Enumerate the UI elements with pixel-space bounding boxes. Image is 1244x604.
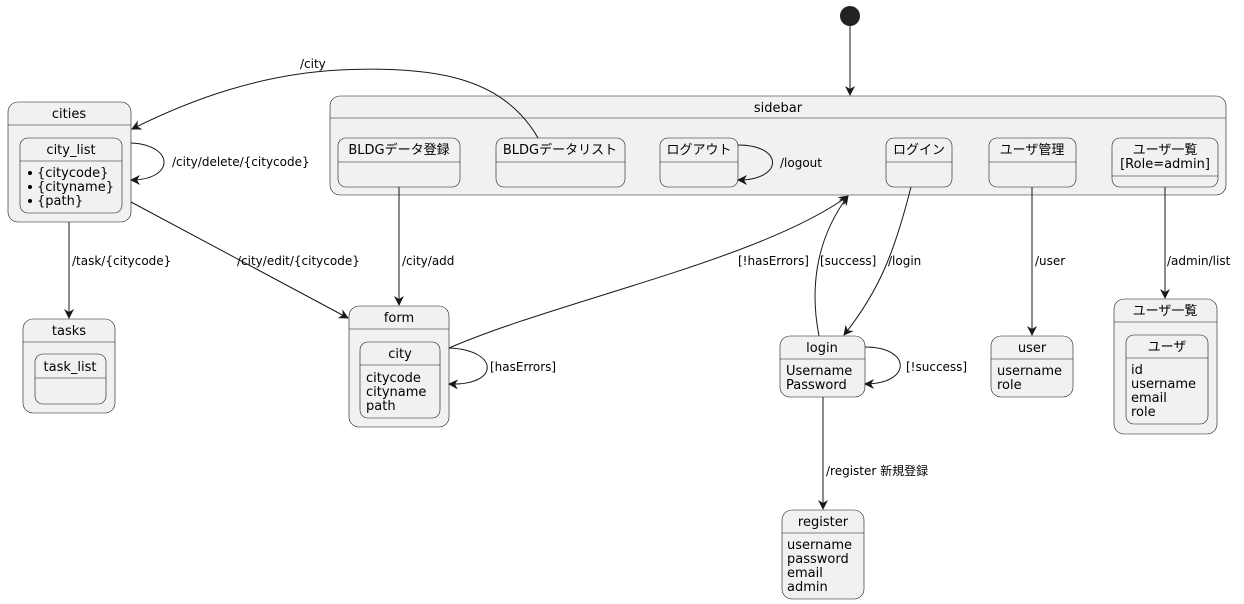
- svg-text:user: user: [1018, 341, 1047, 356]
- edge-not-has-errors: [448, 195, 849, 349]
- state-user-list: ユーザ一覧 ユーザ id username email role: [1113, 298, 1218, 435]
- svg-text:task_list: task_list: [44, 360, 97, 375]
- svg-text:login: login: [806, 341, 838, 356]
- state-user-list-admin: ユーザ一覧 [Role=admin]: [1111, 137, 1219, 188]
- edge-success: [814, 195, 849, 337]
- svg-text:email: email: [1131, 391, 1167, 406]
- svg-text:role: role: [997, 378, 1022, 393]
- state-bldg-register: BLDGデータ登録: [337, 137, 461, 188]
- state-sidebar: sidebar BLDGデータ登録 BLDGデータリスト ログアウト ログイン …: [329, 95, 1227, 196]
- state-logout: ログアウト: [659, 137, 739, 188]
- svg-text:{cityname}: {cityname}: [37, 180, 114, 195]
- svg-text:ユーザ管理: ユーザ管理: [1000, 143, 1065, 158]
- svg-text:username: username: [1131, 377, 1196, 392]
- svg-text:ユーザ: ユーザ: [1148, 340, 1187, 355]
- initial-state: [840, 6, 860, 26]
- svg-text:form: form: [384, 311, 414, 326]
- edge-login: [843, 186, 912, 336]
- svg-text:/task/{citycode}: /task/{citycode}: [72, 254, 171, 268]
- svg-text:username: username: [997, 364, 1062, 379]
- svg-text:[hasErrors]: [hasErrors]: [490, 360, 556, 374]
- svg-text:id: id: [1131, 363, 1143, 378]
- svg-text:email: email: [787, 566, 823, 581]
- edge-city-delete: [130, 142, 165, 185]
- state-tasks: tasks task_list: [22, 318, 116, 414]
- svg-text:[!hasErrors]: [!hasErrors]: [738, 254, 809, 268]
- svg-text:ユーザ一覧: ユーザ一覧: [1133, 303, 1198, 319]
- svg-text:[success]: [success]: [820, 254, 876, 268]
- svg-text:cityname: cityname: [366, 385, 426, 400]
- svg-text:/admin/list: /admin/list: [1167, 254, 1231, 268]
- state-bldg-list: BLDGデータリスト: [495, 137, 626, 188]
- svg-text:BLDGデータリスト: BLDGデータリスト: [503, 142, 617, 158]
- svg-text:tasks: tasks: [52, 324, 86, 339]
- svg-text:Username: Username: [786, 364, 852, 379]
- svg-text:role: role: [1131, 405, 1156, 420]
- state-login: login Username Password: [779, 335, 866, 398]
- edge-city: [131, 68, 539, 139]
- svg-text:{path}: {path}: [37, 194, 83, 209]
- state-login-child: ログイン: [885, 137, 953, 188]
- svg-text:/city/add: /city/add: [402, 254, 454, 268]
- svg-text:[!success]: [!success]: [906, 360, 967, 374]
- state-cities: cities city_list {citycode} {cityname} {…: [7, 101, 132, 223]
- svg-text:city_list: city_list: [46, 143, 95, 158]
- edge-logout: [737, 144, 773, 185]
- state-user: user username role: [990, 335, 1074, 398]
- svg-text:/register 新規登録: /register 新規登録: [826, 463, 928, 478]
- state-register: register username password email admin: [781, 509, 865, 600]
- state-user-manage: ユーザ管理: [988, 137, 1077, 188]
- svg-text:password: password: [787, 552, 849, 567]
- svg-text:admin: admin: [787, 580, 828, 595]
- svg-text:citycode: citycode: [366, 371, 421, 386]
- svg-text:Password: Password: [786, 378, 847, 393]
- svg-text:path: path: [366, 399, 396, 414]
- edge-has-errors: [448, 347, 488, 390]
- svg-text:[Role=admin]: [Role=admin]: [1120, 157, 1210, 172]
- edge-city-edit: [130, 201, 349, 319]
- svg-text:BLDGデータ登録: BLDGデータ登録: [348, 142, 449, 158]
- state-form: form city citycode cityname path: [348, 305, 450, 428]
- svg-text:username: username: [787, 538, 852, 553]
- svg-text:ログアウト: ログアウト: [666, 143, 731, 158]
- svg-text:/city/edit/{citycode}: /city/edit/{citycode}: [237, 254, 360, 268]
- svg-text:register: register: [798, 515, 849, 530]
- svg-text:/city/delete/{citycode}: /city/delete/{citycode}: [172, 155, 310, 169]
- svg-text:city: city: [388, 347, 412, 362]
- sidebar-title: sidebar: [754, 101, 803, 116]
- svg-text:ログイン: ログイン: [893, 143, 945, 158]
- svg-text:cities: cities: [52, 107, 86, 122]
- edge-not-success: [864, 346, 901, 389]
- svg-text:/user: /user: [1035, 254, 1065, 268]
- svg-text:/logout: /logout: [780, 156, 822, 170]
- svg-text:/login: /login: [888, 254, 921, 268]
- svg-text:/city: /city: [300, 57, 326, 71]
- svg-text:ユーザ一覧: ユーザ一覧: [1133, 142, 1198, 158]
- svg-text:{citycode}: {citycode}: [37, 166, 108, 181]
